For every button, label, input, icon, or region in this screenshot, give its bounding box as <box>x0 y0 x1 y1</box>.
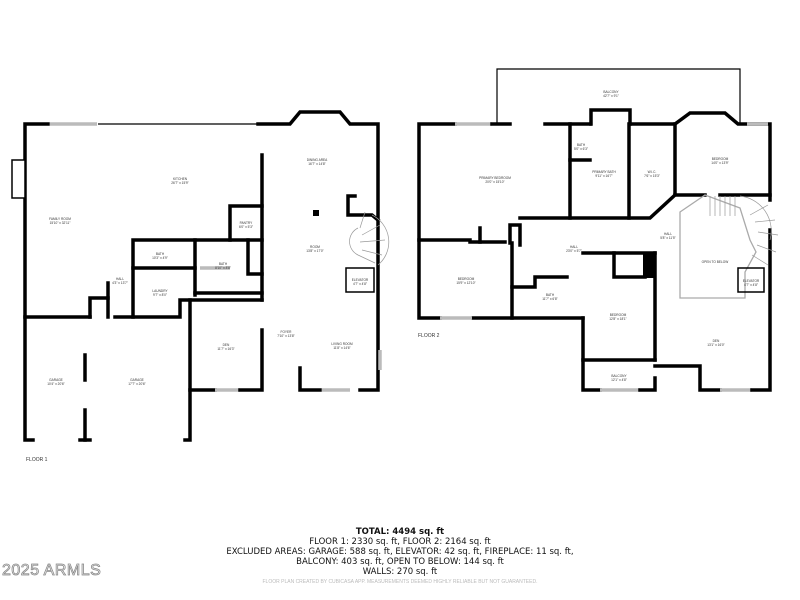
floor-2-walls <box>417 68 772 392</box>
floor-2-label: FLOOR 2 <box>418 333 440 339</box>
floor-1-walls <box>11 110 382 442</box>
area-summary: TOTAL: 4494 sq. ft FLOOR 1: 2330 sq. ft,… <box>0 527 800 577</box>
floor-2-stairs-and-void <box>679 194 779 299</box>
floor-1-label: FLOOR 1 <box>26 457 48 463</box>
disclaimer: FLOOR PLAN CREATED BY CUBICASA APP. MEAS… <box>262 579 538 585</box>
svg-text:W.I.C.7'6" x 15'3": W.I.C.7'6" x 15'3" <box>644 170 660 178</box>
walls-area: WALLS: 270 sq. ft <box>362 567 438 577</box>
excluded-areas-cont: BALCONY: 403 sq. ft, OPEN TO BELOW: 144 … <box>296 557 504 567</box>
svg-text:OPEN TO BELOW: OPEN TO BELOW <box>702 260 729 264</box>
room-name: FAMILY ROOM <box>49 217 71 221</box>
floor-areas: FLOOR 1: 2330 sq. ft, FLOOR 2: 2164 sq. … <box>309 537 491 547</box>
floor-1-stairs <box>345 211 390 293</box>
total-area: TOTAL: 4494 sq. ft <box>355 527 445 537</box>
excluded-areas: EXCLUDED AREAS: GARAGE: 588 sq. ft, ELEV… <box>226 547 574 557</box>
watermark: 2025 ARMLS <box>2 562 102 580</box>
